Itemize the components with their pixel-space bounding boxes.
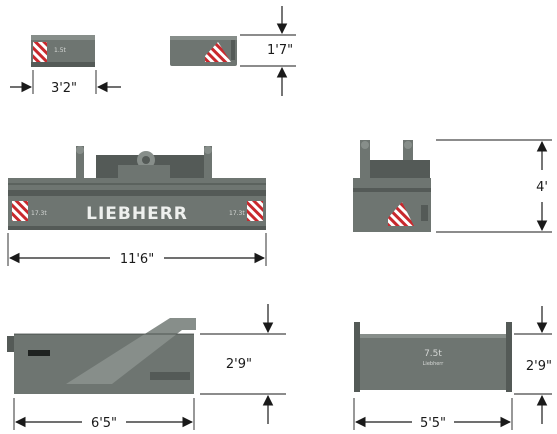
label-plate-icon xyxy=(28,350,50,356)
dim-height-small: 1'7" xyxy=(267,43,293,58)
dim-length-front: 11'6" xyxy=(120,252,154,267)
weight-label-plate: 7.5t xyxy=(424,349,442,359)
dimension-length-front: 11'6" xyxy=(7,233,267,267)
sub-label-plate: Liebherr xyxy=(423,361,445,367)
hazard-triangle-side-icon xyxy=(388,202,414,226)
base-plate-front-view: 7.5t Liebherr xyxy=(354,322,512,392)
hazard-stripe-left-icon xyxy=(12,201,28,221)
small-weight-label: 1.5t xyxy=(54,47,67,54)
hazard-stripe-icon xyxy=(33,42,47,62)
brand-logo: LIEBHERR xyxy=(86,204,188,224)
dim-height-bottom-right: 2'9" xyxy=(526,359,552,374)
dimension-height-small: 1'7" xyxy=(240,6,296,96)
dim-width-small: 3'2" xyxy=(51,81,77,96)
counterweight-side-view xyxy=(353,140,431,232)
dim-length-bottom-left: 6'5" xyxy=(91,416,117,431)
small-counterweight-side xyxy=(170,36,237,66)
dimension-length-bottom-left: 6'5" xyxy=(13,398,195,431)
dim-height-side: 4' xyxy=(536,180,548,195)
small-counterweight-front: 1.5t xyxy=(31,35,95,67)
counterweight-front-view: 17.3t 17.3t LIEBHERR xyxy=(8,146,266,230)
hazard-triangle-icon xyxy=(205,42,231,62)
hazard-stripe-right-icon xyxy=(247,201,263,221)
weight-label-right: 17.3t xyxy=(229,210,245,217)
dim-width-bottom-right: 5'5" xyxy=(420,416,446,431)
dimension-width-small: 3'2" xyxy=(10,70,121,96)
weight-label-left: 17.3t xyxy=(31,210,47,217)
dimension-height-bottom-right: 2'9" xyxy=(514,306,552,424)
dimension-height-bottom-left: 2'9" xyxy=(200,304,286,424)
dim-height-bottom-left: 2'9" xyxy=(226,357,252,372)
dimension-height-side: 4' xyxy=(436,139,552,233)
base-plate-side-view xyxy=(7,318,196,394)
dimension-width-bottom-right: 5'5" xyxy=(353,398,513,431)
